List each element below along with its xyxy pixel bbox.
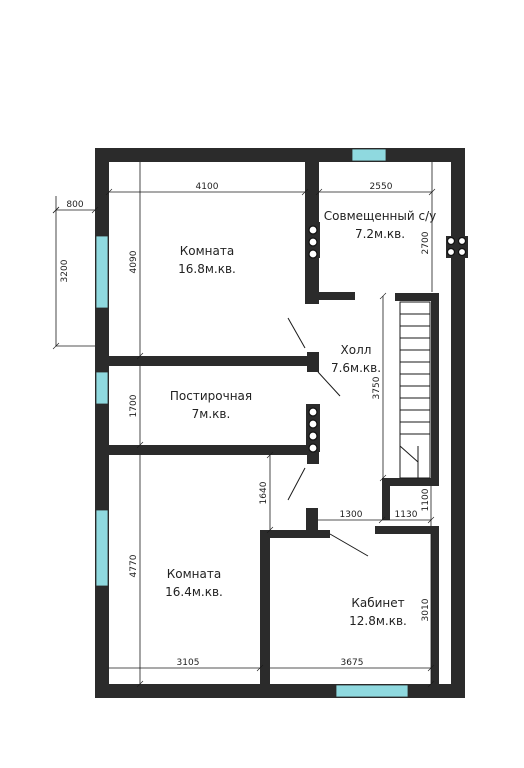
dim-ext-width: 800 <box>66 200 83 210</box>
window-left-mid <box>95 371 109 405</box>
dim-stair-gap: 1100 <box>421 488 431 511</box>
dim-corridor-height: 1640 <box>259 481 269 504</box>
doors <box>287 317 369 557</box>
room-4-area: 7м.кв. <box>192 407 231 421</box>
room-labels: Комната 16.8м.кв. Совмещенный с/у 7.2м.к… <box>165 209 436 628</box>
dim-hall-height: 3750 <box>372 376 382 399</box>
outer-walls <box>95 148 465 698</box>
dim-laundry-height: 1700 <box>129 394 139 417</box>
dim-cab-height: 3010 <box>421 598 431 621</box>
dim-room2-height: 4770 <box>129 554 139 577</box>
room-5-name: Комната <box>167 567 221 581</box>
room-3-area: 7.6м.кв. <box>331 361 381 375</box>
vent-shafts <box>306 222 468 453</box>
dim-top-right: 2550 <box>370 182 393 192</box>
room-4-name: Постирочная <box>170 389 252 403</box>
dim-ext-height: 3200 <box>60 259 70 282</box>
dim-bath-height: 2700 <box>421 231 431 254</box>
dim-bottom-left: 3105 <box>177 658 200 668</box>
room-1-area: 16.8м.кв. <box>178 262 236 276</box>
window-bottom-cabinet <box>335 684 409 698</box>
windows <box>95 148 409 698</box>
window-top-bath <box>351 148 387 162</box>
room-2-area: 7.2м.кв. <box>355 227 405 241</box>
room-6-area: 12.8м.кв. <box>349 614 407 628</box>
dim-cab-top-left: 1300 <box>340 510 363 520</box>
room-5-area: 16.4м.кв. <box>165 585 223 599</box>
dim-room1-height: 4090 <box>129 250 139 273</box>
room-2-name: Совмещенный с/у <box>324 209 436 223</box>
room-6-name: Кабинет <box>351 596 404 610</box>
dim-bottom-right: 3675 <box>341 658 364 668</box>
window-left-top <box>95 235 109 309</box>
window-left-bottom <box>95 509 109 587</box>
dim-cab-top-right: 1130 <box>395 510 418 520</box>
dimension-labels: 4100 2550 800 3200 4090 2700 3750 1700 1… <box>60 182 431 668</box>
dim-top-left: 4100 <box>196 182 219 192</box>
room-1-name: Комната <box>180 244 234 258</box>
staircase <box>399 301 431 479</box>
room-3-name: Холл <box>341 343 372 357</box>
dimension-lines <box>52 162 436 688</box>
